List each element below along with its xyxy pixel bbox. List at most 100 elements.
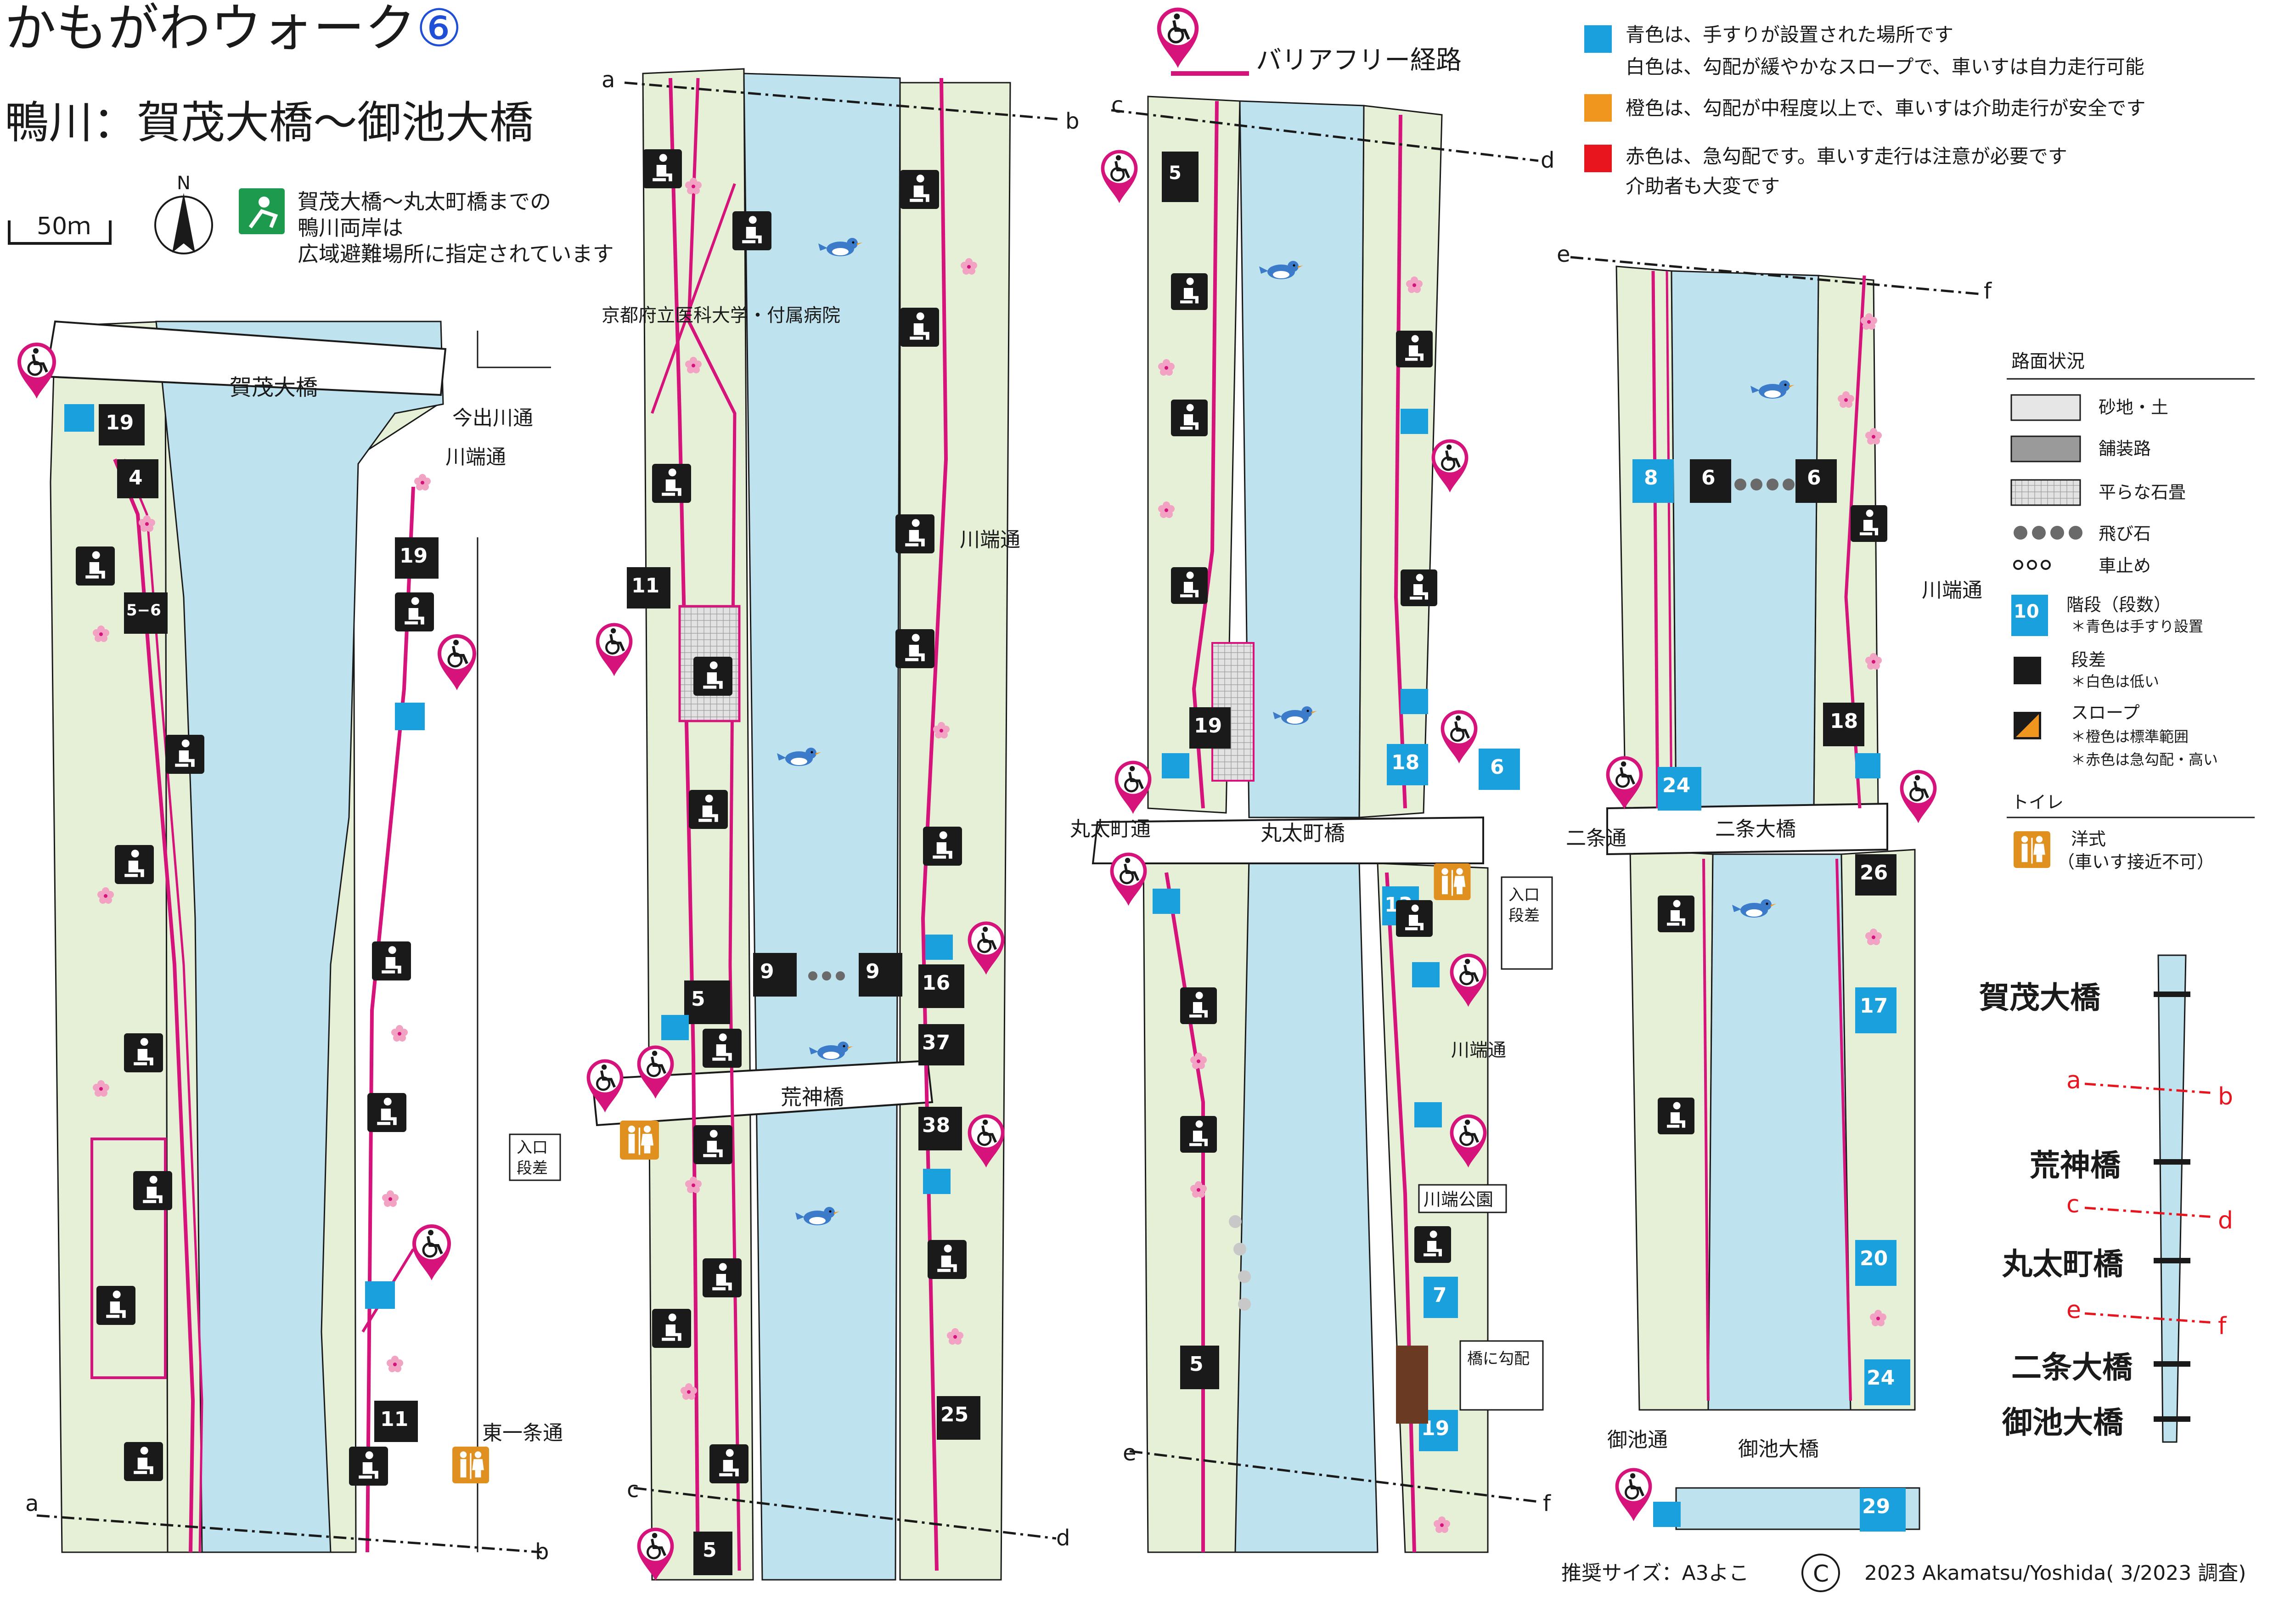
slope-handrail-icon — [395, 703, 425, 730]
stairs-badge: 9 — [859, 953, 902, 997]
wheelchair-pin-icon[interactable] — [1432, 439, 1469, 492]
bench-icon — [652, 1309, 691, 1348]
svg-text:4: 4 — [129, 466, 143, 490]
hospital-label: 京都府立医科大学・付属病院 — [602, 305, 840, 326]
svg-text:＊白色は低い: ＊白色は低い — [2071, 673, 2159, 690]
stepping-stones-icon — [2014, 526, 2082, 540]
stairs-badge: 6 — [1690, 459, 1731, 503]
section-label-c: c — [1111, 92, 1123, 118]
evacuation-note: 鴨川両岸は — [298, 215, 403, 240]
bench-icon — [1658, 896, 1694, 932]
north-arrow-icon: N — [154, 173, 213, 254]
svg-text:a: a — [2066, 1067, 2081, 1094]
svg-text:青色は、手すりが設置された場所です: 青色は、手すりが設置された場所です — [1626, 23, 1953, 46]
bench-icon — [643, 149, 682, 188]
stairs-badge: 5 — [693, 1532, 732, 1575]
svg-text:20: 20 — [1860, 1247, 1888, 1270]
wheelchair-pin-icon[interactable] — [596, 623, 633, 676]
svg-text:＊橙色は標準範囲: ＊橙色は標準範囲 — [2071, 728, 2189, 745]
toilet-heading: トイレ — [2011, 792, 2064, 812]
svg-text:＊赤色は急勾配・高い: ＊赤色は急勾配・高い — [2071, 751, 2218, 768]
svg-text:19: 19 — [1194, 714, 1222, 738]
svg-text:11: 11 — [380, 1408, 408, 1431]
svg-text:5: 5 — [1189, 1352, 1204, 1376]
stairs-badge: 5 — [1180, 1346, 1219, 1389]
wheelchair-pin-icon[interactable] — [17, 343, 56, 399]
recommended-size: 推奨サイズ：A3よこ — [1561, 1561, 1749, 1585]
entrance-step-label: 入口 — [517, 1138, 548, 1157]
page-subtitle: 鴨川：賀茂大橋〜御池大橋 — [5, 97, 534, 148]
toilet-icon — [620, 1121, 659, 1160]
section-label-c: c — [627, 1477, 639, 1503]
svg-text:スロープ: スロープ — [2071, 703, 2140, 723]
park-label: 川端公園 — [1424, 1189, 1493, 1210]
slope-handrail-icon — [923, 1169, 951, 1194]
stairs-badge: 29 — [1860, 1488, 1906, 1532]
bridge-marutamachi: 丸太町橋 — [1261, 821, 1345, 845]
svg-text:飛び石: 飛び石 — [2099, 524, 2151, 544]
wheelchair-pin-icon[interactable] — [1115, 761, 1152, 814]
svg-text:11: 11 — [631, 574, 659, 597]
slope-handrail-icon — [1414, 1102, 1442, 1127]
legend-heading: 路面状況 — [2011, 351, 2085, 372]
street-kawabata: 川端通 — [960, 528, 1020, 552]
bench-icon — [1851, 505, 1887, 542]
bench-icon — [96, 1286, 135, 1325]
stairs-badge: 26 — [1855, 854, 1896, 896]
copyright-icon — [1801, 1554, 1840, 1592]
wheelchair-pin-icon[interactable] — [1101, 150, 1138, 203]
street-higashi-ichijo: 東一条通 — [482, 1421, 563, 1445]
svg-text:38: 38 — [922, 1114, 950, 1137]
svg-text:5: 5 — [691, 987, 705, 1011]
wheelchair-pin-icon[interactable] — [1615, 1468, 1652, 1521]
bridge-slope-label: 橋に勾配 — [1467, 1350, 1530, 1368]
svg-text:9: 9 — [760, 960, 774, 983]
svg-text:階段（段数）: 階段（段数） — [2066, 595, 2171, 615]
slope-handrail-icon — [1401, 409, 1428, 434]
wheelchair-pin-icon[interactable] — [1110, 852, 1147, 906]
wheelchair-pin-icon[interactable] — [1900, 770, 1937, 823]
stairs-badge: 5 — [1162, 152, 1199, 202]
svg-text:19: 19 — [106, 411, 134, 434]
svg-text:白色は、勾配が緩やかなスロープで、車いすは自力走行可能: 白色は、勾配が緩やかなスロープで、車いすは自力走行可能 — [1626, 56, 2144, 78]
section-label-d: d — [1541, 147, 1554, 173]
stairs-badge: 8 — [1632, 459, 1674, 503]
svg-text:＊青色は手すり設置: ＊青色は手すり設置 — [2071, 618, 2203, 635]
bench-icon — [732, 211, 771, 250]
bollard-icon — [2013, 560, 2051, 570]
wheelchair-pin-icon[interactable] — [438, 634, 476, 690]
bench-icon — [1414, 1226, 1451, 1263]
stairs-badge: 5−6 — [124, 592, 168, 634]
stairs-badge: 19 — [395, 537, 439, 579]
slope-legend: 青色は、手すりが設置された場所です 白色は、勾配が緩やかなスロープで、車いすは自… — [1584, 23, 2145, 197]
svg-text:7: 7 — [1433, 1284, 1447, 1307]
svg-text:25: 25 — [940, 1403, 968, 1426]
evacuation-icon — [239, 188, 285, 234]
section-label-f: f — [1543, 1491, 1551, 1516]
stairs-badge: 17 — [1855, 987, 1896, 1033]
bench-icon — [349, 1447, 388, 1486]
svg-text:洋式: 洋式 — [2071, 829, 2106, 849]
title-block: かもがわウォーク⑥ 鴨川：賀茂大橋〜御池大橋 50ｍ N 賀茂大橋〜丸太町橋まで… — [5, 0, 614, 266]
bench-icon — [133, 1171, 172, 1210]
wheelchair-pin-icon[interactable] — [412, 1224, 451, 1280]
svg-text:9: 9 — [866, 960, 880, 983]
svg-text:17: 17 — [1860, 994, 1888, 1018]
bench-icon — [76, 546, 115, 586]
bench-icon — [923, 827, 962, 866]
svg-text:24: 24 — [1867, 1366, 1895, 1390]
stairs-legend-icon: 10 — [2011, 595, 2048, 636]
wheelchair-pin-icon[interactable] — [1441, 710, 1478, 763]
stairs-badge: 25 — [937, 1396, 980, 1440]
bench-icon — [895, 514, 934, 553]
svg-text:26: 26 — [1860, 861, 1888, 885]
slope-handrail-icon — [365, 1281, 395, 1309]
bench-icon — [124, 1033, 163, 1072]
bench-icon — [124, 1442, 163, 1481]
svg-text:二条大橋: 二条大橋 — [2011, 1350, 2133, 1385]
section-label-b: b — [1065, 108, 1079, 134]
bench-icon — [1180, 987, 1217, 1024]
svg-text:e: e — [2066, 1296, 2081, 1324]
bench-icon — [1396, 900, 1433, 937]
